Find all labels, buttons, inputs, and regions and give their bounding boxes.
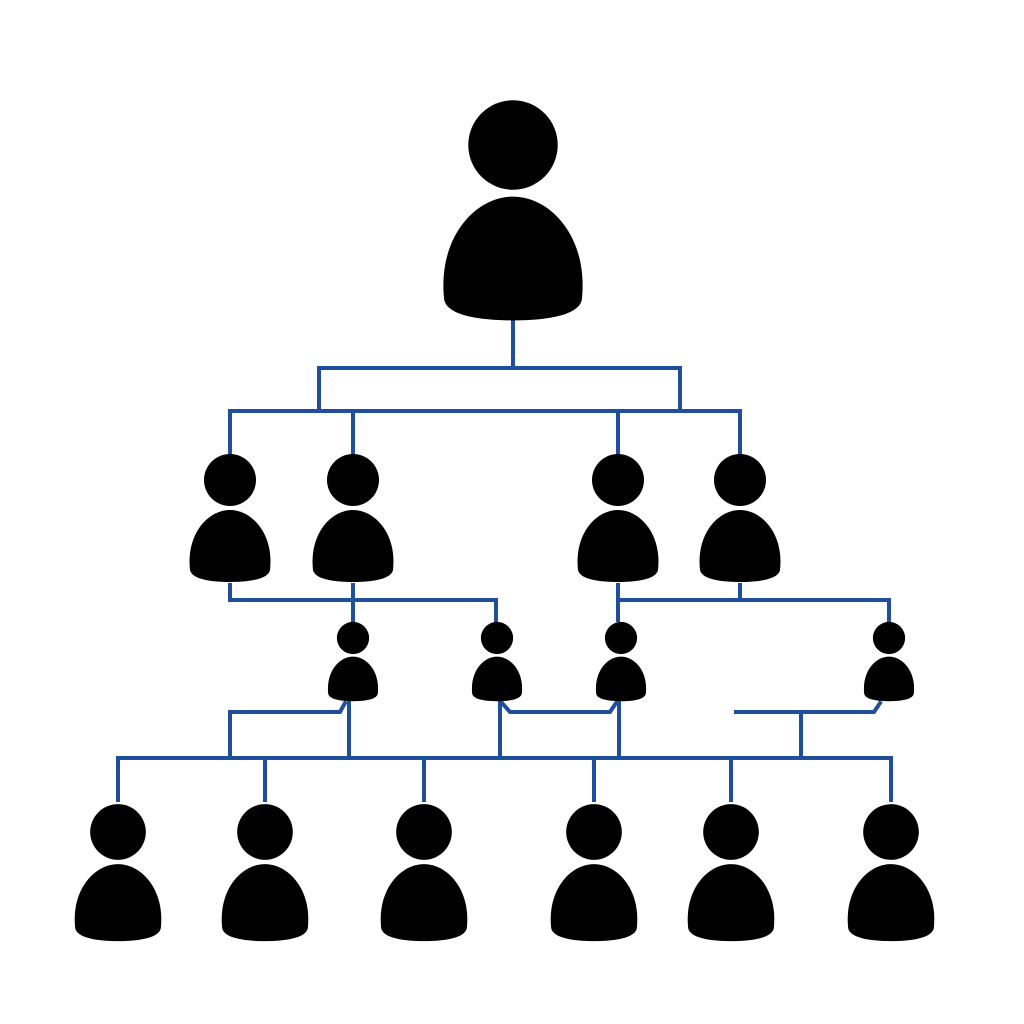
connector-line [499,700,619,714]
connector-lines [116,320,893,802]
person-icon [327,621,379,702]
person-body [327,656,379,702]
person-icon [687,804,775,942]
person-body [221,864,309,942]
person-head [714,454,766,506]
person-icons [74,100,935,942]
person-icon [847,804,935,942]
person-body [699,510,781,582]
person-head [237,804,293,860]
person-icon [595,621,647,702]
person-head [863,804,919,860]
person-body [863,656,915,702]
person-icon [577,454,659,582]
person-head [480,621,514,655]
person-body [380,864,468,942]
person-head [703,804,759,860]
person-icon [312,454,394,582]
person-body [471,656,523,702]
person-head [872,621,906,655]
person-head [336,621,370,655]
person-head [604,621,638,655]
person-head [592,454,644,506]
person-icon [550,804,638,942]
person-icon [699,454,781,582]
person-body [847,864,935,942]
person-icon [443,100,583,321]
person-body [74,864,162,942]
person-body [443,196,583,321]
person-head [327,454,379,506]
person-icon [380,804,468,942]
person-body [577,510,659,582]
person-icon [471,621,523,702]
person-icon [189,454,271,582]
person-body [595,656,647,702]
person-body [189,510,271,582]
person-icon [74,804,162,942]
connector-line [734,700,883,714]
connector-line [228,583,498,622]
connector-line [228,700,348,760]
person-body [687,864,775,942]
person-icon [863,621,915,702]
person-head [396,804,452,860]
person-icon [221,804,309,942]
person-body [312,510,394,582]
person-head [204,454,256,506]
person-head [566,804,622,860]
person-head [468,100,558,190]
connector-line [616,598,891,622]
person-body [550,864,638,942]
person-head [90,804,146,860]
